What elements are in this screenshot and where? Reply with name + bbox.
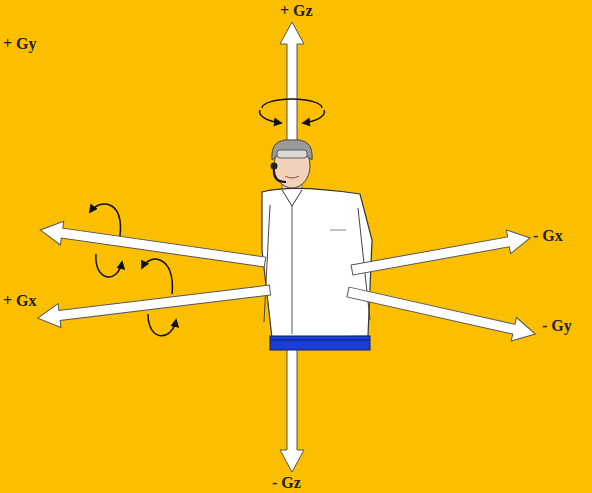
axis-arrow-shape <box>36 278 271 330</box>
rotation-arc <box>90 204 120 236</box>
trousers <box>270 336 370 350</box>
axis-arrow-shape <box>39 218 267 274</box>
axis-arrow <box>280 22 304 150</box>
mouth <box>285 176 299 178</box>
pocket <box>330 230 346 231</box>
axis-label: + Gx <box>3 293 37 309</box>
shirt <box>262 188 372 338</box>
rotation-arc <box>142 259 172 294</box>
collar <box>282 190 302 206</box>
axis-arrow <box>36 278 271 330</box>
belt <box>270 340 370 341</box>
goggles <box>277 150 307 158</box>
head <box>274 144 310 188</box>
axis-arrow <box>345 280 538 345</box>
axis-label: - Gx <box>533 228 563 244</box>
rotation-arc <box>260 110 281 123</box>
pilot-figure <box>262 140 372 350</box>
axis-arrow <box>39 218 267 274</box>
axis-arrow-shape <box>280 22 304 150</box>
axis-label: - Gy <box>542 318 572 334</box>
axis-label: + Gz <box>280 3 313 19</box>
axis-arrow <box>280 345 304 472</box>
axis-arrow <box>350 226 532 282</box>
axis-label: + Gy <box>3 36 37 52</box>
axis-label: - Gz <box>272 475 301 491</box>
rotation-arc <box>262 99 322 108</box>
rotation-arc <box>96 254 122 277</box>
axis-arrow-shape <box>280 345 304 472</box>
axis-arrow-shape <box>345 280 538 345</box>
headset-earpiece <box>271 163 278 170</box>
rotation-arc <box>303 110 324 123</box>
headset-mic <box>274 168 286 182</box>
axis-arrow-shape <box>350 226 532 282</box>
helmet <box>272 140 312 160</box>
shirt-placket <box>292 206 293 334</box>
rotation-arc <box>148 314 176 336</box>
